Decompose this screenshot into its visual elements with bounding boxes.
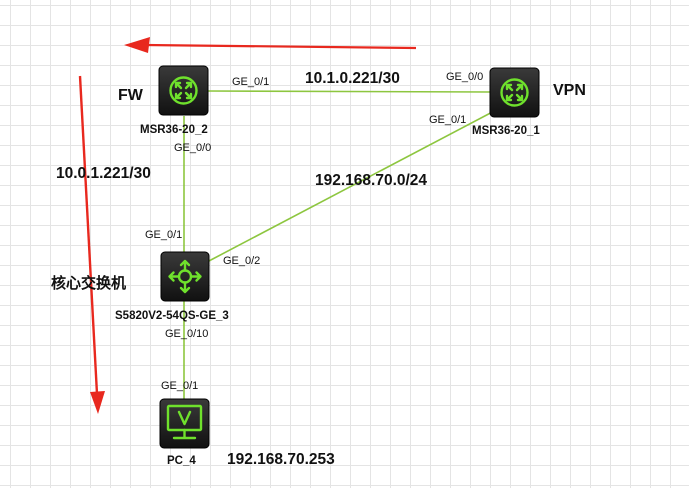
core-model-label: S5820V2-54QS-GE_3: [115, 310, 229, 322]
fw-core-port-a: GE_0/0: [174, 142, 211, 154]
l3-switch-icon: [160, 251, 210, 302]
device-vpn[interactable]: [489, 67, 540, 118]
pc-ip-label: 192.168.70.253: [227, 451, 335, 468]
device-core-switch[interactable]: [160, 251, 210, 302]
switch-glyph: [168, 259, 202, 294]
links: [183, 90, 501, 399]
fw-model-label: MSR36-20_2: [140, 124, 208, 136]
device-pc[interactable]: [159, 398, 210, 449]
annotation-arrows: [78, 37, 417, 414]
fw-core-network-label: 10.0.1.221/30: [56, 165, 151, 182]
arrow-left: [124, 37, 417, 53]
device-fw[interactable]: [158, 65, 209, 116]
vpn-core-network-label: 192.168.70.0/24: [315, 172, 427, 189]
router-icon: [158, 65, 209, 116]
link-vpn-core[interactable]: [206, 107, 501, 263]
fw-vpn-port-a: GE_0/1: [232, 76, 269, 88]
fw-core-port-b: GE_0/1: [145, 229, 182, 241]
core-pc-port-b: GE_0/1: [161, 380, 198, 392]
link-fw-vpn[interactable]: [206, 90, 491, 93]
vpn-model-label: MSR36-20_1: [472, 125, 540, 137]
vpn-core-port-a: GE_0/1: [429, 114, 466, 126]
vpn-core-port-b: GE_0/2: [223, 255, 260, 267]
core-role-label: 核心交换机: [51, 274, 126, 292]
pc-model-label: PC_4: [167, 455, 196, 467]
core-pc-port-a: GE_0/10: [165, 328, 208, 340]
arrow-down: [78, 75, 105, 414]
fw-role-label: FW: [118, 87, 144, 104]
monitor-glyph: [166, 404, 203, 440]
router-glyph: [500, 78, 529, 107]
router-glyph: [169, 76, 198, 105]
vpn-role-label: VPN: [553, 82, 586, 99]
fw-vpn-port-b: GE_0/0: [446, 71, 483, 83]
router-icon: [489, 67, 540, 118]
fw-vpn-network-label: 10.1.0.221/30: [305, 70, 400, 87]
